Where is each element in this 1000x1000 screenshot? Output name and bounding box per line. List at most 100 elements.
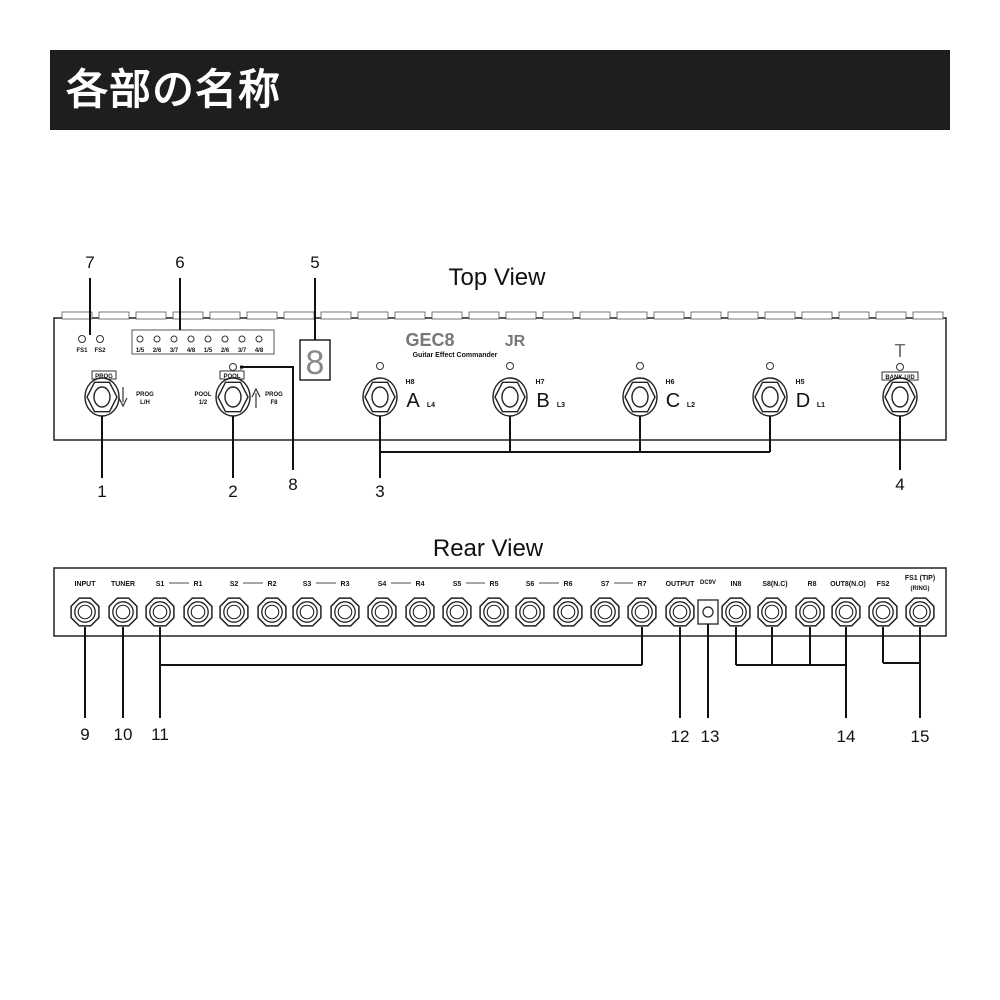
switch-letter: D — [796, 390, 810, 412]
top-jack-outline — [875, 311, 907, 320]
top-jack-outline — [764, 311, 796, 320]
rear-jack — [145, 597, 175, 627]
switch-top-label: H7 — [536, 379, 545, 386]
bank-led — [187, 335, 195, 343]
top-jack-outline — [579, 311, 611, 320]
s8-label: S8(N.C) — [762, 581, 787, 588]
fs2-label: FS2 — [877, 581, 890, 588]
bank-led-label: 1/5 — [136, 348, 145, 354]
rear-jack — [367, 597, 397, 627]
title-banner: 各部の名称 — [50, 50, 950, 130]
bank-led-frame — [131, 329, 275, 355]
dc-jack-hole — [702, 606, 714, 618]
fs1-label: FS1 (TIP) — [905, 575, 935, 582]
return-label: R3 — [341, 581, 350, 588]
footswitch-a — [362, 377, 398, 417]
jack-hole — [486, 604, 502, 620]
rear-jack — [442, 597, 472, 627]
rear-jack — [183, 597, 213, 627]
callout-line-8 — [240, 366, 294, 470]
brand-logo: GEC8 — [405, 330, 454, 350]
jack-hole — [912, 604, 928, 620]
switch-cap — [224, 386, 242, 408]
jack-hole — [728, 604, 744, 620]
top-jack-outline — [727, 311, 759, 320]
bank-led — [221, 335, 229, 343]
up-arrow-icon — [251, 387, 261, 408]
rear-jack — [257, 597, 287, 627]
pool-side-label: POOL — [194, 392, 211, 398]
rear-jack — [479, 597, 509, 627]
loop8-jack — [757, 597, 787, 627]
callout-2: 2 — [228, 482, 237, 501]
top-jack-outline — [801, 311, 833, 320]
bank-led — [238, 335, 246, 343]
return-label: R7 — [638, 581, 647, 588]
switch-led — [506, 362, 514, 370]
jack-hole — [77, 604, 93, 620]
fs-jack — [905, 597, 935, 627]
send-label: S1 — [156, 581, 165, 588]
tuner-label: TUNER — [111, 581, 135, 588]
jack-hole — [764, 604, 780, 620]
switch-led — [636, 362, 644, 370]
jack-hole — [875, 604, 891, 620]
callout-5: 5 — [310, 253, 319, 272]
footswitch-b — [492, 377, 528, 417]
footswitch-d — [752, 377, 788, 417]
jack-hole — [299, 604, 315, 620]
loop8-jack — [831, 597, 861, 627]
top-jack-outline — [690, 311, 722, 320]
top-jack-outline — [616, 311, 648, 320]
jack-hole — [412, 604, 428, 620]
switch-cap — [761, 386, 779, 408]
prog-up-label: F8 — [270, 400, 278, 406]
switch-sub-label: L2 — [687, 402, 695, 409]
down-arrow-icon — [118, 387, 128, 408]
callout-10: 10 — [114, 725, 133, 744]
bank-led-label: 3/7 — [170, 348, 179, 354]
callout-12: 12 — [671, 727, 690, 746]
top-view-title: Top View — [449, 264, 547, 291]
bank-led-label: 4/8 — [187, 348, 196, 354]
switch-led — [376, 362, 384, 370]
loop8-jack — [795, 597, 825, 627]
bank-led-label: 4/8 — [255, 348, 264, 354]
switch-sub-label: L3 — [557, 402, 565, 409]
bank-footswitch — [882, 377, 918, 417]
return-label: R2 — [268, 581, 277, 588]
send-label: S4 — [378, 581, 387, 588]
prog-down-label: L/H — [140, 400, 150, 406]
top-jack-outline — [209, 311, 241, 320]
switch-cap — [371, 386, 389, 408]
loop8-jack — [721, 597, 751, 627]
r8-label: R8 — [808, 581, 817, 588]
switch-top-label: H5 — [796, 379, 805, 386]
top-jack-outline — [653, 311, 685, 320]
callout-3: 3 — [375, 482, 384, 501]
bank-led — [136, 335, 144, 343]
rear-jack — [515, 597, 545, 627]
page-title: 各部の名称 — [66, 65, 282, 114]
top-jack-outline — [912, 311, 944, 320]
bank-led — [255, 335, 263, 343]
callout-7: 7 — [85, 253, 94, 272]
send-label: S6 — [526, 581, 535, 588]
bank-led — [204, 335, 212, 343]
in8-label: IN8 — [731, 581, 742, 588]
top-jack-outline — [320, 311, 352, 320]
callout-13: 13 — [701, 727, 720, 746]
callout-11: 11 — [151, 725, 169, 744]
rear-jack — [292, 597, 322, 627]
switch-led — [766, 362, 774, 370]
jack-hole — [264, 604, 280, 620]
switch-top-label: H8 — [406, 379, 415, 386]
return-label: R5 — [490, 581, 499, 588]
send-label: S2 — [230, 581, 239, 588]
rear-jack — [330, 597, 360, 627]
pool-footswitch — [215, 377, 251, 417]
switch-cap — [501, 386, 519, 408]
top-jack-outline — [246, 311, 278, 320]
prog-up-label: PROG — [265, 392, 283, 398]
